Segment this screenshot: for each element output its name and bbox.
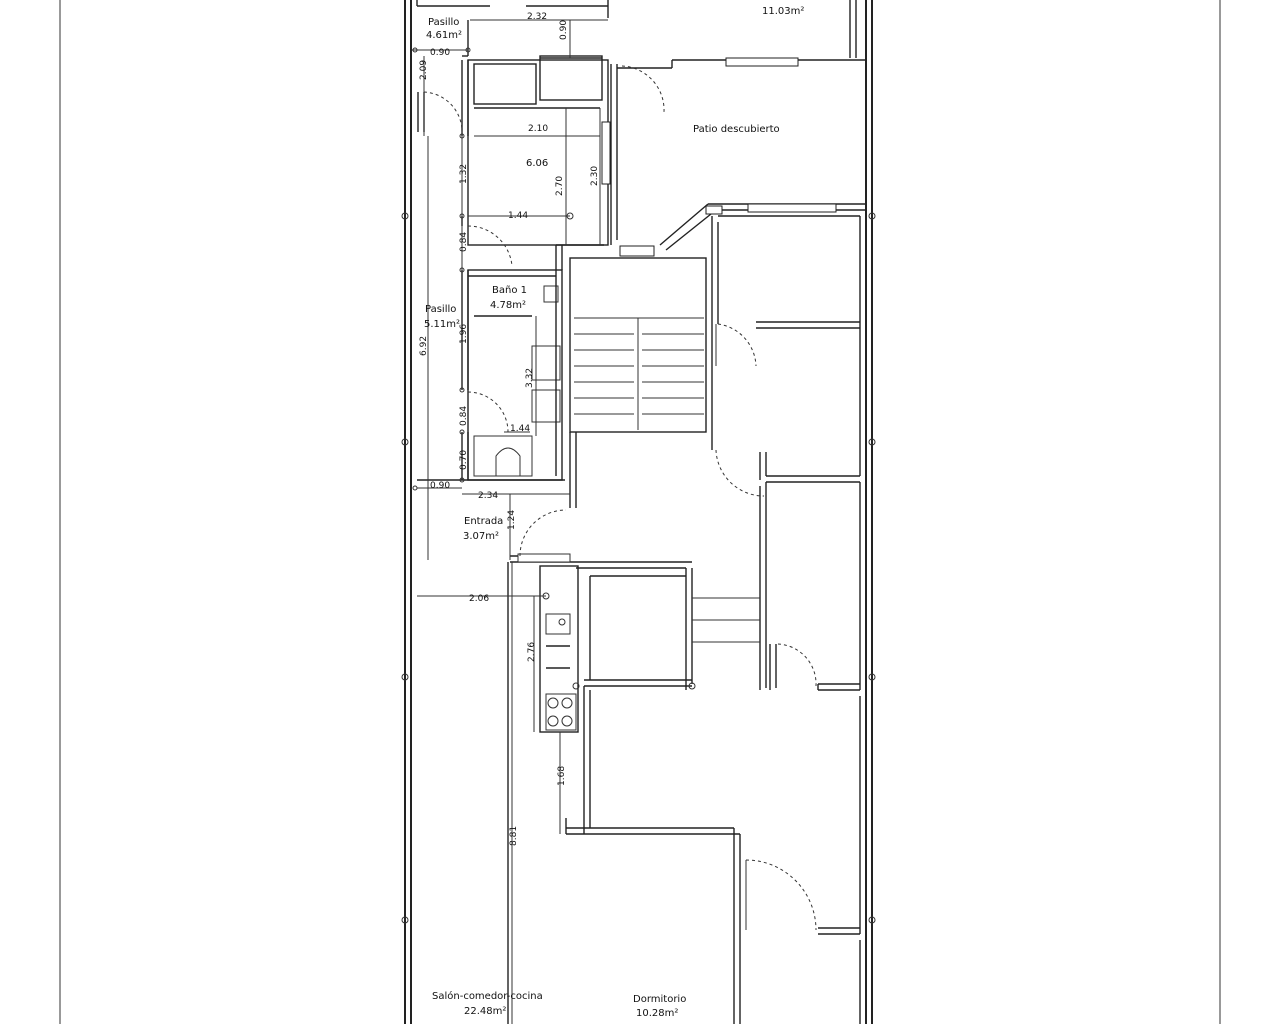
drawing-frame (59, 0, 1221, 1024)
room-name-pasillo-top: Pasillo (428, 17, 459, 28)
dim-label: 8.81 (509, 826, 519, 846)
room-area-bano: 4.78m² (490, 300, 526, 311)
room-labels: Pasillo 4.61m² 11.03m² Patio descubierto… (424, 6, 804, 1019)
dim-label: 0.90 (430, 481, 450, 491)
staircase (569, 257, 707, 508)
room-area-dormitorio: 10.28m² (636, 1008, 678, 1019)
dimension-labels: 2.32 0.90 0.90 2.09 2.10 2.30 2.70 1.32 … (419, 12, 600, 846)
dim-label: 1.32 (459, 164, 469, 184)
dim-label: 2.10 (528, 124, 548, 134)
dim-label: 0.84 (459, 406, 469, 426)
room-area-salon: 22.48m² (464, 1006, 506, 1017)
right-apartment-walls (711, 215, 861, 1024)
dim-label: 1.24 (507, 510, 517, 530)
room-area-kitchen-small: 6.06 (526, 158, 548, 169)
dim-label: 2.70 (555, 176, 565, 196)
room-name-entrada: Entrada (464, 516, 503, 527)
room-name-patio: Patio descubierto (693, 124, 780, 135)
door-swings (423, 65, 817, 931)
dim-label: 0.90 (559, 20, 569, 40)
room-name-salon: Salón-comedor-cocina (432, 990, 543, 1002)
dim-label: 2.76 (527, 642, 537, 662)
dim-label: 6.92 (419, 336, 429, 356)
dim-label: 0.70 (459, 450, 469, 470)
dim-label: 2.32 (527, 12, 547, 22)
top-zone-walls (416, 0, 866, 257)
exterior-walls (401, 0, 876, 1024)
dim-label: 2.34 (478, 491, 498, 501)
room-name-pasillo-mid: Pasillo (425, 304, 456, 315)
dim-label: 1.96 (459, 324, 469, 344)
dim-label: 2.06 (469, 594, 489, 604)
dim-label: 0.90 (430, 48, 450, 58)
dim-label: 1.68 (557, 766, 567, 786)
dim-label: 1.44 (508, 211, 528, 221)
room-name-dormitorio: Dormitorio (633, 994, 686, 1005)
room-area-pasillo-mid: 5.11m² (424, 319, 460, 330)
lower-zone-walls (507, 553, 760, 1024)
bathroom-walls (467, 244, 604, 481)
dim-label: 1.44 (510, 424, 530, 434)
room-area-top-room: 11.03m² (762, 6, 804, 17)
room-area-pasillo-top: 4.61m² (426, 30, 462, 41)
room-name-bano: Baño 1 (492, 285, 527, 296)
dim-label: 2.09 (419, 60, 429, 80)
dim-label: 3.32 (525, 368, 535, 388)
dim-label: 2.30 (590, 166, 600, 186)
dim-label: 0.84 (459, 232, 469, 252)
dimension-lines (412, 19, 608, 1024)
room-area-entrada: 3.07m² (463, 531, 499, 542)
